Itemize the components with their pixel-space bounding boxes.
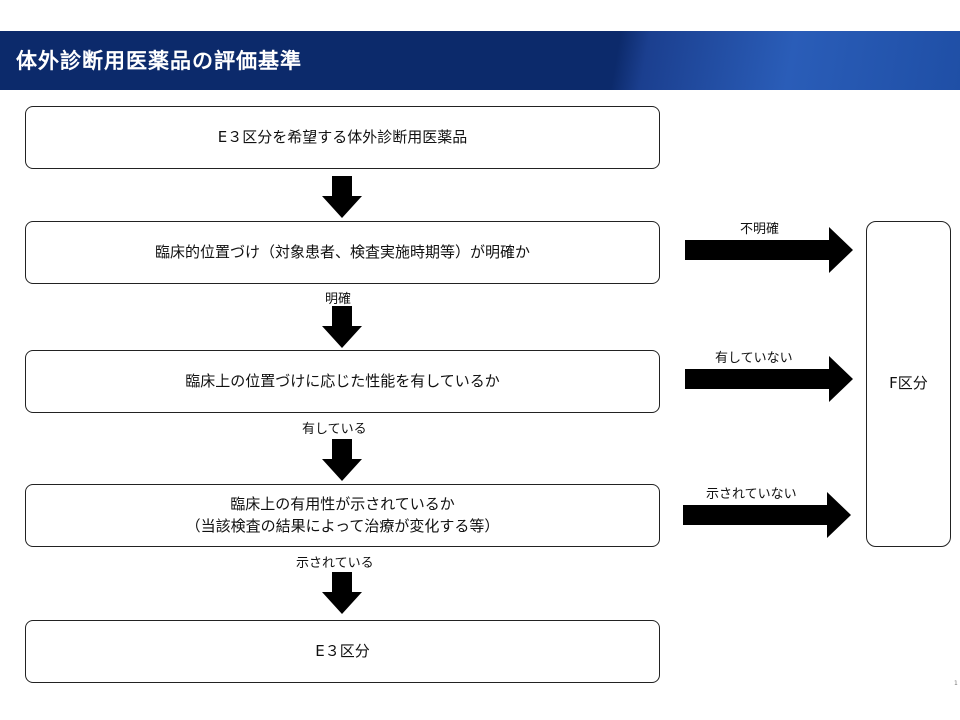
start-box-label: E３区分を希望する体外診断用医薬品	[217, 127, 468, 146]
question-box-1: 臨床的位置づけ（対象患者、検査実施時期等）が明確か	[25, 221, 660, 284]
f-category-box: F区分	[866, 221, 951, 547]
question-2-label: 臨床上の位置づけに応じた性能を有しているか	[185, 371, 500, 390]
page-title: 体外診断用医薬品の評価基準	[16, 49, 302, 73]
no-label-2: 有していない	[715, 351, 793, 366]
down-arrow-2	[322, 306, 362, 348]
no-label-3: 示されていない	[706, 487, 797, 502]
start-box: E３区分を希望する体外診断用医薬品	[25, 106, 660, 169]
no-label-1: 不明確	[740, 222, 780, 237]
end-box: E３区分	[25, 620, 660, 683]
yes-label-3: 示されている	[296, 556, 374, 571]
yes-label-1: 明確	[325, 292, 352, 307]
question-box-2: 臨床上の位置づけに応じた性能を有しているか	[25, 350, 660, 413]
right-arrow-3	[683, 492, 851, 538]
down-arrow-3	[322, 439, 362, 481]
question-box-3: 臨床上の有用性が示されているか （当該検査の結果によって治療が変化する等）	[25, 484, 660, 547]
right-arrow-1	[685, 227, 853, 273]
end-box-label: E３区分	[315, 641, 370, 660]
question-3-line1: 臨床上の有用性が示されているか	[230, 494, 455, 513]
title-banner: 体外診断用医薬品の評価基準	[0, 31, 960, 90]
yes-label-2: 有している	[302, 422, 367, 437]
page-number: 1	[954, 680, 958, 687]
f-category-label: F区分	[889, 374, 928, 393]
question-1-label: 臨床的位置づけ（対象患者、検査実施時期等）が明確か	[154, 242, 530, 261]
right-arrow-2	[685, 356, 853, 402]
question-3-line2: （当該検査の結果によって治療が変化する等）	[185, 516, 500, 535]
down-arrow-1	[322, 176, 362, 218]
down-arrow-4	[322, 572, 362, 614]
